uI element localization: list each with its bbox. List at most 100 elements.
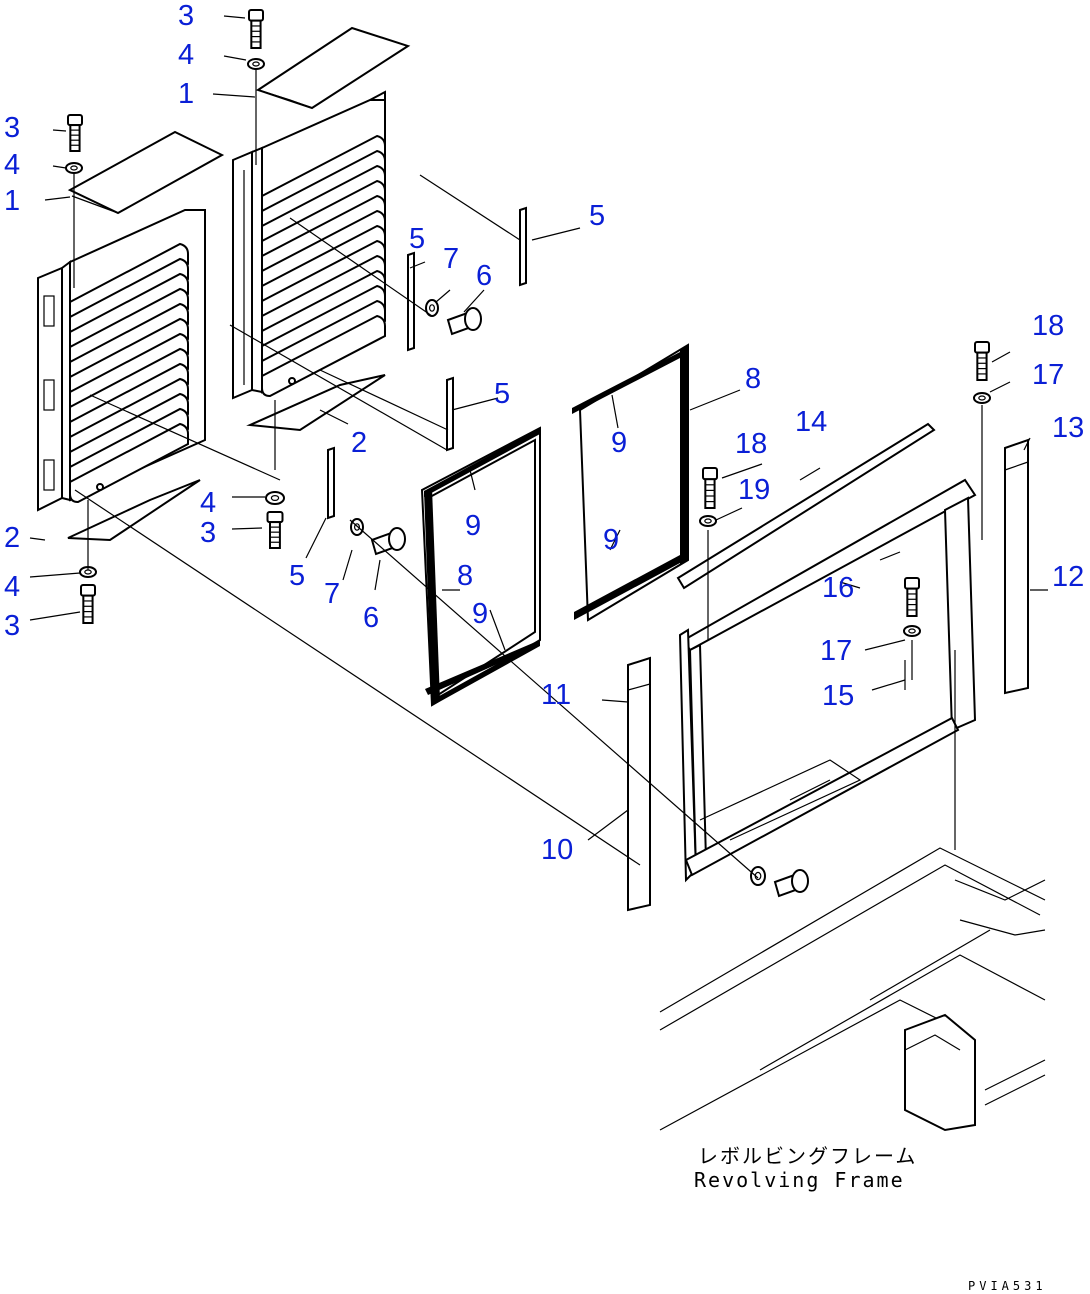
leader-line [531, 227, 581, 241]
leader-line [871, 679, 906, 691]
bottom-plate-left [67, 479, 201, 542]
leader-line [689, 389, 741, 411]
bolt [974, 341, 990, 382]
bolt [248, 9, 264, 49]
bolt [67, 114, 83, 153]
part-callout: 4 [200, 487, 216, 519]
leader-line [721, 463, 763, 479]
leader-line [89, 394, 281, 481]
part-callout: 16 [822, 572, 854, 604]
revolving-frame [659, 847, 1046, 1132]
washer [350, 518, 364, 536]
leader-lines [29, 15, 1048, 879]
seal-frame-left [420, 426, 541, 707]
leader-line [611, 394, 619, 429]
leader-line [839, 581, 861, 589]
leader-line [52, 165, 67, 169]
louver-slat [261, 314, 386, 398]
part-callout: 2 [351, 427, 367, 459]
middle-louver-panel [232, 26, 411, 400]
post-12-13 [1004, 438, 1029, 695]
part-callout: 17 [1032, 359, 1064, 391]
bolt [80, 584, 96, 625]
leader-line [1023, 437, 1031, 451]
leader-line [991, 351, 1011, 363]
part-callout: 8 [457, 560, 473, 592]
part-callout: 17 [820, 635, 852, 667]
washer [750, 866, 766, 886]
leader-line [44, 196, 71, 201]
part-callout: 19 [738, 474, 770, 506]
washer [699, 515, 717, 527]
leader-line [29, 611, 81, 621]
leader-line [601, 699, 629, 703]
leader-line [319, 409, 349, 425]
part-callout: 12 [1052, 561, 1084, 593]
washer [903, 625, 921, 637]
slat-hole [288, 377, 296, 385]
leader-line [342, 549, 353, 581]
drawing-code: PVIA531 [968, 1279, 1047, 1293]
part-callout: 14 [795, 406, 827, 438]
part-callout: 3 [178, 0, 194, 32]
part-callout: 13 [1052, 412, 1084, 444]
leader-line [229, 324, 448, 451]
part-callout: 15 [822, 680, 854, 712]
part-callout: 4 [4, 571, 20, 603]
strap [446, 376, 454, 452]
bolt [702, 467, 718, 510]
washer [247, 58, 265, 70]
leader-line [319, 369, 449, 431]
leader-line [609, 529, 621, 551]
small-parts [65, 9, 991, 898]
leader-line [419, 174, 521, 241]
leader-line [374, 559, 381, 591]
leader-line [212, 93, 256, 98]
leader-line [469, 469, 476, 491]
part-callout: 5 [589, 200, 605, 232]
part-callout: 7 [324, 578, 340, 610]
leader-line [799, 467, 821, 481]
part-callout: 18 [735, 428, 767, 460]
part-callout: 9 [472, 598, 488, 630]
leader-line [451, 397, 499, 411]
leader-line [463, 289, 485, 313]
side-bolt [446, 307, 482, 336]
leader-line [231, 527, 263, 530]
caption-japanese: レボルビングフレーム [698, 1144, 917, 1168]
washer [65, 162, 83, 174]
leader-line [989, 381, 1011, 393]
side-bolt [773, 869, 809, 898]
part-callout: 1 [4, 185, 20, 217]
washer [973, 392, 991, 404]
leader-line [864, 639, 906, 651]
washer [425, 299, 439, 317]
strap [519, 206, 527, 287]
part-callout: 2 [4, 522, 20, 554]
part-callout: 4 [4, 149, 20, 181]
part-callout: 9 [465, 510, 481, 542]
leader-line [223, 15, 246, 19]
part-callout: 5 [494, 378, 510, 410]
part-callout: 4 [178, 39, 194, 71]
strap [327, 446, 335, 520]
part-callout: 10 [541, 834, 573, 866]
part-callout: 7 [443, 243, 459, 275]
side-bolt [370, 527, 406, 556]
part-callout: 8 [745, 363, 761, 395]
leader-line [223, 55, 247, 61]
leader-line [409, 261, 426, 269]
part-callout: 5 [409, 223, 425, 255]
leader-line [349, 519, 759, 879]
leader-line [29, 537, 46, 541]
washer [265, 491, 285, 505]
louver-slat [69, 422, 189, 504]
leader-line [305, 517, 327, 559]
part-callout: 3 [4, 610, 20, 642]
leader-line [489, 609, 506, 651]
part-callout: 11 [541, 679, 571, 711]
part-callout: 3 [200, 517, 216, 549]
part-callout: 3 [4, 112, 20, 144]
